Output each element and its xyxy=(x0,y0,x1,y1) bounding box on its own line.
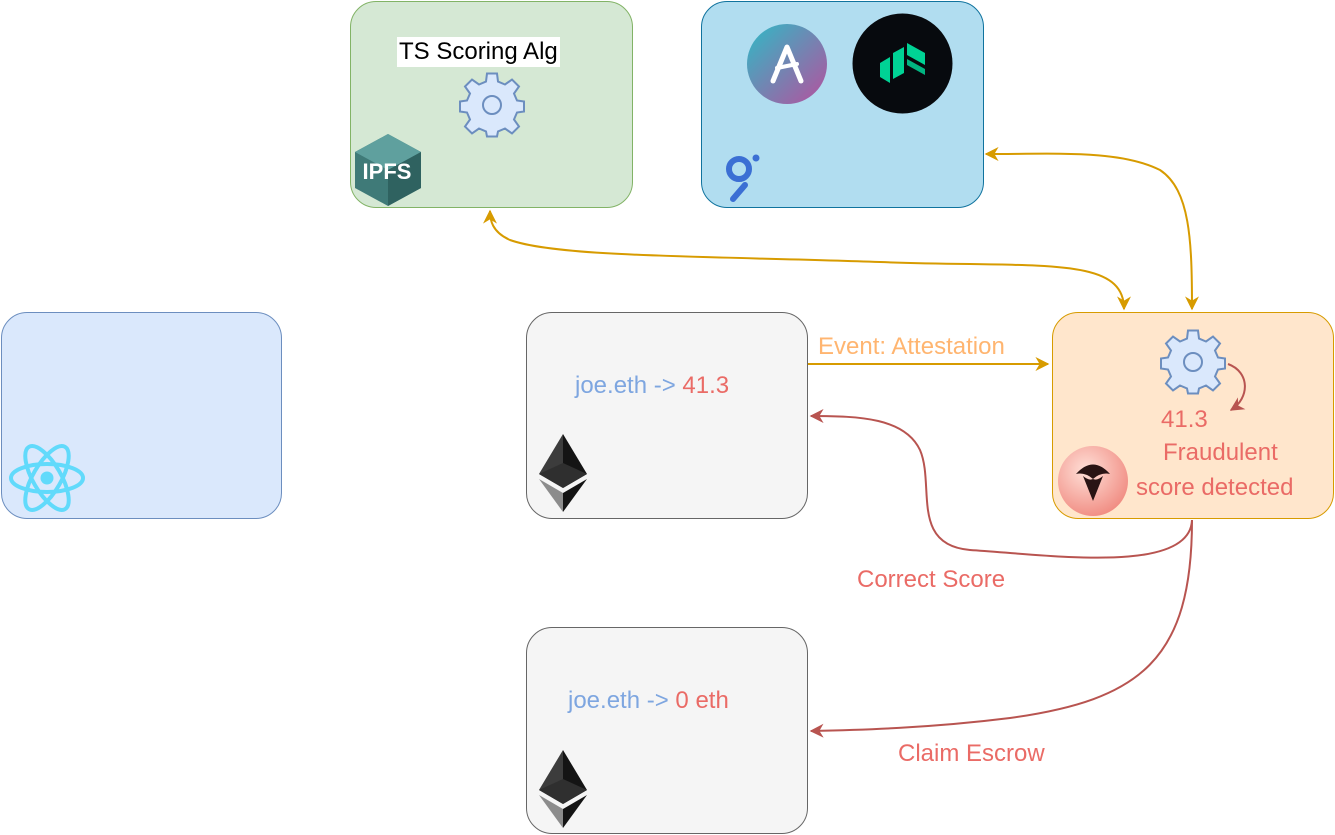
escrow-contract-box xyxy=(526,627,808,834)
ipfs-icon: IPFS xyxy=(355,134,421,206)
score-arrow: -> xyxy=(653,372,676,399)
scoring-algorithm-title: TS Scoring Alg xyxy=(397,37,560,67)
correct-score-label: Correct Score xyxy=(857,566,1005,593)
ipfs-label: IPFS xyxy=(363,159,412,184)
graph-icon xyxy=(726,154,760,202)
edge-monitor-to-algorithm xyxy=(483,209,1131,311)
score-entry: joe.eth -> 41.3 xyxy=(575,372,729,400)
react-frontend-box xyxy=(1,312,282,519)
edge-claim-escrow xyxy=(809,519,1193,738)
ethereum-icon xyxy=(539,434,587,512)
monitor-status-line1: Fraudulent xyxy=(1163,439,1278,466)
edge-self-loop xyxy=(1227,363,1246,411)
escrow-amount: 0 eth xyxy=(675,687,729,714)
ethereum-icon xyxy=(539,750,587,828)
gear-icon xyxy=(459,72,525,138)
monitor-status-line2: score detected xyxy=(1136,474,1294,501)
aave-icon xyxy=(747,24,827,104)
escrow-account: joe.eth xyxy=(568,687,641,714)
monitor-score: 41.3 xyxy=(1161,406,1208,433)
umbrella-icon xyxy=(1058,446,1128,516)
edge-correct-score xyxy=(809,409,1193,559)
score-value: 41.3 xyxy=(682,372,730,399)
escrow-entry: joe.eth -> 0 eth xyxy=(568,687,729,715)
claim-escrow-label: Claim Escrow xyxy=(898,740,1045,767)
compound-icon xyxy=(852,13,953,114)
react-icon xyxy=(9,444,85,512)
score-account: joe.eth xyxy=(575,372,648,399)
score-contract-box xyxy=(526,312,808,519)
escrow-arrow: -> xyxy=(646,687,669,714)
gear-icon xyxy=(1160,329,1226,395)
event-attestation-label: Event: Attestation xyxy=(818,333,1005,360)
edge-monitor-to-protocols xyxy=(984,146,1199,311)
